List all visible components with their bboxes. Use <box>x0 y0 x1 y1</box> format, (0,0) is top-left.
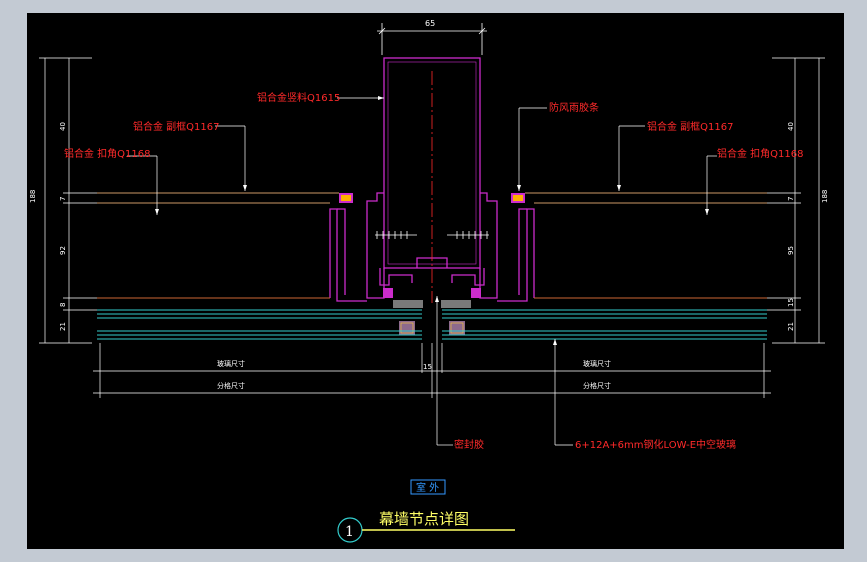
insulated-glass <box>97 309 767 340</box>
grid-size-right: 分格尺寸 <box>583 381 611 390</box>
left-dim-d3: 92 <box>59 246 67 255</box>
grid-size-left: 分格尺寸 <box>217 381 245 390</box>
label-glass: 6+12A+6mm钢化LOW-E中空玻璃 <box>575 438 736 451</box>
gap-dim: 15 <box>423 363 432 371</box>
left-dim-d5: 21 <box>59 322 67 331</box>
screws <box>375 231 489 239</box>
glass-size-left: 玻璃尺寸 <box>217 359 245 368</box>
left-dimension-texts: 188 40 7 92 8 21 <box>29 122 67 331</box>
top-dimension <box>377 23 487 55</box>
right-dim-d3: 95 <box>787 246 795 255</box>
detail-title-block: 1 幕墙节点详图 <box>337 510 515 543</box>
bottom-dimension-lines <box>93 343 771 398</box>
curtain-wall-section-drawing: 65 <box>29 19 829 543</box>
right-dim-d1: 40 <box>787 122 795 131</box>
glass-size-right: 玻璃尺寸 <box>583 359 611 368</box>
right-dimension-texts: 188 40 7 95 15 21 <box>787 122 829 331</box>
right-dimension-chain <box>767 57 825 344</box>
leader-lines <box>127 97 717 446</box>
label-frame-left: 铝合金 副框Q1167 <box>133 120 220 133</box>
detail-number: 1 <box>345 524 354 540</box>
right-dim-d4: 15 <box>787 298 795 307</box>
left-dim-overall: 188 <box>29 190 37 203</box>
left-dimension-chain <box>39 57 97 344</box>
right-dim-d2: 7 <box>787 197 795 201</box>
weather-seals <box>339 193 525 298</box>
left-dim-d1: 40 <box>59 122 67 131</box>
label-seal-strip: 防风雨胶条 <box>549 101 599 114</box>
drawing-title: 幕墙节点详图 <box>379 510 469 528</box>
label-pressure-right: 铝合金 扣角Q1168 <box>717 147 804 160</box>
leader-arrowheads <box>155 96 709 345</box>
outside-tag: 室 外 <box>410 479 446 495</box>
label-pressure-left: 铝合金 扣角Q1168 <box>64 147 151 160</box>
outside-tag-text: 室 外 <box>416 481 439 494</box>
left-dim-d2: 7 <box>59 197 67 201</box>
frame-lines <box>97 192 767 299</box>
cad-canvas[interactable]: 65 <box>27 13 844 549</box>
label-frame-right: 铝合金 副框Q1167 <box>647 120 734 133</box>
right-dim-overall: 188 <box>821 190 829 203</box>
left-dim-d4: 8 <box>59 303 67 307</box>
top-dim-text: 65 <box>425 19 435 28</box>
label-mullion: 铝合金竖料Q1615 <box>257 91 340 104</box>
label-sealant: 密封胶 <box>454 438 484 451</box>
right-dim-d5: 21 <box>787 322 795 331</box>
